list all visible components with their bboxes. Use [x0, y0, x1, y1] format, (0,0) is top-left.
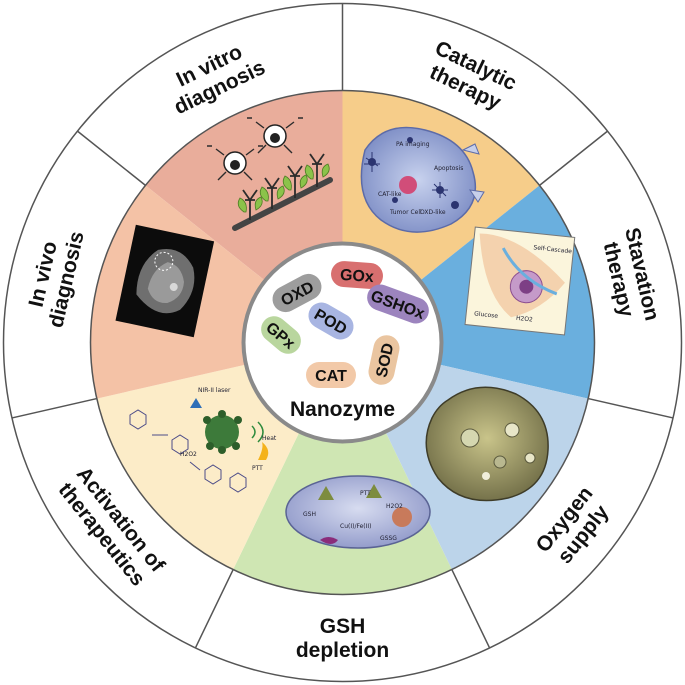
inner-ring-border [89, 89, 596, 596]
activation-therapeutics-illustration: NIR-II laser PTT Heat H2O2 [129, 387, 277, 493]
enzyme-label: GOx [339, 267, 374, 286]
ring-divider [11, 397, 97, 419]
enzyme-pill-shape [261, 316, 301, 354]
enzyme-pill-gox: GOx [331, 261, 383, 289]
inset-gsh-h2o2: H2O2 [386, 503, 403, 510]
inset-gsh-ptt: PTT [360, 490, 371, 497]
oxygen-supply-cell-illustration [425, 386, 549, 502]
gsh-depletion-illustration: GSH GSSG H2O2 PTT Cu(I)/Fe(II) [285, 475, 431, 549]
in-vivo-mri-image [115, 224, 215, 338]
inset-heat: Heat [262, 435, 277, 442]
in-vitro-sensor-illustration [207, 117, 333, 231]
enzyme-pill-shape [306, 362, 356, 388]
inset-pa-imaging: PA imaging [396, 141, 430, 148]
enzyme-pill-shape [367, 284, 429, 324]
inset-cu-fe: Cu(I)/Fe(II) [340, 523, 372, 530]
inset-gssg: GSSG [380, 535, 397, 542]
enzyme-pill-cat: CAT [306, 362, 356, 388]
enzyme-label: CAT [315, 368, 347, 385]
starvation-therapy-illustration: Glucose H2O2 Self-Cascade [464, 226, 576, 336]
inset-ptt: PTT [252, 465, 263, 472]
inset-cat-like: CAT-like [378, 191, 402, 198]
enzyme-pill-shape [368, 335, 400, 385]
inset-activation-h2o2: H2O2 [180, 451, 197, 458]
divider-layer [11, 3, 674, 649]
inset-gsh: GSH [303, 511, 316, 518]
enzyme-pill-sod: SOD [368, 335, 400, 385]
ring-divider [451, 569, 491, 649]
enzyme-pill-shape [308, 302, 354, 340]
sector-label-line: depletion [296, 639, 389, 662]
ring-divider [588, 397, 674, 419]
center-title: Nanozyme [290, 398, 395, 421]
inset-tumor-cell: Tumor Cell [389, 209, 422, 216]
inset-h2o2: H2O2 [516, 315, 534, 324]
inset-nir-laser: NIR-II laser [198, 387, 231, 394]
ring-divider [194, 569, 234, 649]
inset-self-cascade: Self-Cascade [533, 244, 572, 255]
enzyme-pill-shape [331, 261, 383, 289]
catalytic-tumor-cell-illustration: PA imaging CAT-like OXD-like Tumor Cell … [360, 126, 485, 233]
ring-divider [76, 130, 146, 186]
enzyme-label: SOD [374, 342, 398, 379]
inset-glucose: Glucose [474, 310, 499, 319]
inset-oxd-like: OXD-like [420, 209, 446, 216]
sector-label-line: GSH [320, 615, 366, 638]
ring-divider [539, 130, 609, 186]
enzyme-pill-shape [272, 273, 322, 313]
inset-apoptosis: Apoptosis [434, 165, 463, 172]
